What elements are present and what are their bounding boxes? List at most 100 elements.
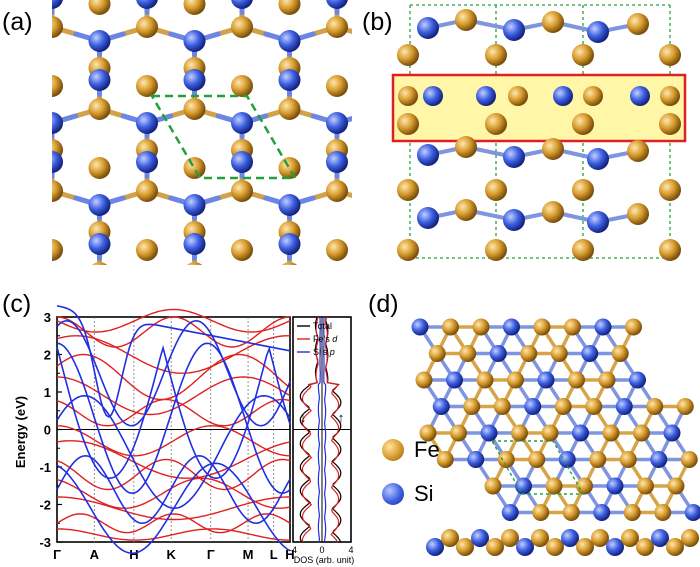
fe-atom — [520, 345, 538, 362]
k-point-label: K — [166, 547, 176, 562]
fe-atom — [278, 98, 301, 120]
fe-atom-center — [183, 157, 206, 179]
dos-curve — [317, 317, 321, 543]
fe-atom — [667, 477, 685, 495]
si-atom — [572, 424, 589, 442]
si-atom — [52, 151, 63, 173]
dos-legend-label: Total — [313, 321, 332, 331]
fe-atom — [546, 538, 564, 556]
fe-atom — [572, 179, 594, 201]
fe-atom — [326, 180, 348, 202]
panel-label-a: (a) — [2, 8, 33, 36]
fe-atom — [666, 538, 684, 556]
lattice-top-view-a — [52, 0, 352, 265]
si-atom — [651, 529, 669, 547]
si-atom — [278, 30, 301, 52]
fe-atom — [484, 477, 502, 495]
fe-atom — [550, 345, 568, 362]
fe-atom — [545, 477, 563, 495]
fe-atom — [542, 201, 564, 223]
fe-atom — [627, 140, 649, 162]
k-point-label: M — [243, 547, 254, 562]
si-atom — [593, 504, 611, 521]
si-atom — [558, 451, 576, 468]
fe-atom — [627, 13, 649, 35]
legend-d: Fe Si — [380, 435, 460, 515]
fe-atom — [397, 179, 419, 201]
fe-atom — [528, 451, 546, 468]
band-line — [56, 353, 291, 401]
fe-atom — [455, 136, 477, 158]
k-point-label: L — [270, 547, 278, 562]
fe-atom-center — [278, 0, 301, 15]
fe-atom — [455, 9, 477, 31]
si-atom — [183, 233, 206, 255]
fe-atom — [508, 86, 528, 106]
fe-atom — [459, 345, 477, 362]
band-line — [56, 344, 291, 480]
fe-atom — [680, 451, 698, 468]
band-line — [56, 305, 291, 418]
si-atom — [426, 538, 444, 556]
y-tick-label: 2 — [44, 348, 51, 363]
dos-curve — [323, 317, 327, 542]
y-tick-label: -3 — [39, 535, 51, 550]
si-atom — [52, 112, 63, 134]
si-atom — [326, 112, 348, 134]
si-atom — [606, 477, 624, 495]
band-line — [56, 462, 291, 555]
si-atom — [684, 504, 700, 521]
fe-atom — [659, 239, 681, 261]
fe-atom — [621, 529, 639, 547]
si-atom — [629, 371, 646, 389]
fe-atom — [646, 398, 664, 415]
si-legend-label: Si — [414, 481, 434, 506]
si-atom — [136, 151, 158, 173]
fe-atom — [576, 538, 594, 556]
y-tick-label: 3 — [44, 310, 51, 325]
fe-atom — [476, 371, 494, 389]
fe-atom — [636, 538, 654, 556]
si-atom — [537, 371, 555, 389]
fe-atom — [485, 113, 507, 135]
si-atom — [581, 345, 599, 362]
si-atom — [52, 0, 63, 9]
dos-x-tick-label: 0 — [319, 545, 324, 555]
dos-legend-label: Si's p — [313, 347, 335, 357]
fe-atom — [681, 529, 699, 547]
fe-atom — [136, 180, 158, 202]
si-atom — [524, 398, 542, 415]
fe-atom — [497, 451, 515, 468]
band-line — [56, 440, 291, 479]
fe-legend-marker — [382, 439, 404, 461]
fe-atom — [485, 44, 507, 66]
fe-atom — [455, 199, 477, 221]
fe-atom — [281, 262, 298, 265]
si-atom — [278, 233, 301, 255]
fe-atom — [619, 451, 637, 468]
lattice-view-d — [411, 318, 700, 556]
fe-atom — [541, 424, 559, 442]
fe-atom — [436, 451, 454, 468]
unit-cell-outline — [149, 94, 298, 180]
k-point-label: H — [285, 547, 294, 562]
fe-atom — [542, 11, 564, 33]
si-atom — [516, 538, 534, 556]
si-atom — [446, 371, 463, 389]
band-line — [56, 454, 291, 525]
fe-atom-center — [278, 157, 301, 179]
si-atom — [663, 424, 681, 442]
si-atom — [417, 144, 439, 166]
fe-atom-center — [88, 157, 111, 179]
fe-atom-center — [88, 0, 111, 15]
fe-atom — [572, 44, 594, 66]
k-point-label: Γ — [53, 547, 61, 562]
dos-x-tick-label: -4 — [289, 545, 297, 555]
fe-atom — [542, 138, 564, 160]
band-line — [57, 425, 291, 457]
panel-label-d: (d) — [368, 290, 399, 318]
fe-atom — [186, 262, 203, 265]
fe-atom — [428, 345, 446, 362]
fe-atom — [183, 98, 206, 120]
band-line — [56, 308, 291, 333]
